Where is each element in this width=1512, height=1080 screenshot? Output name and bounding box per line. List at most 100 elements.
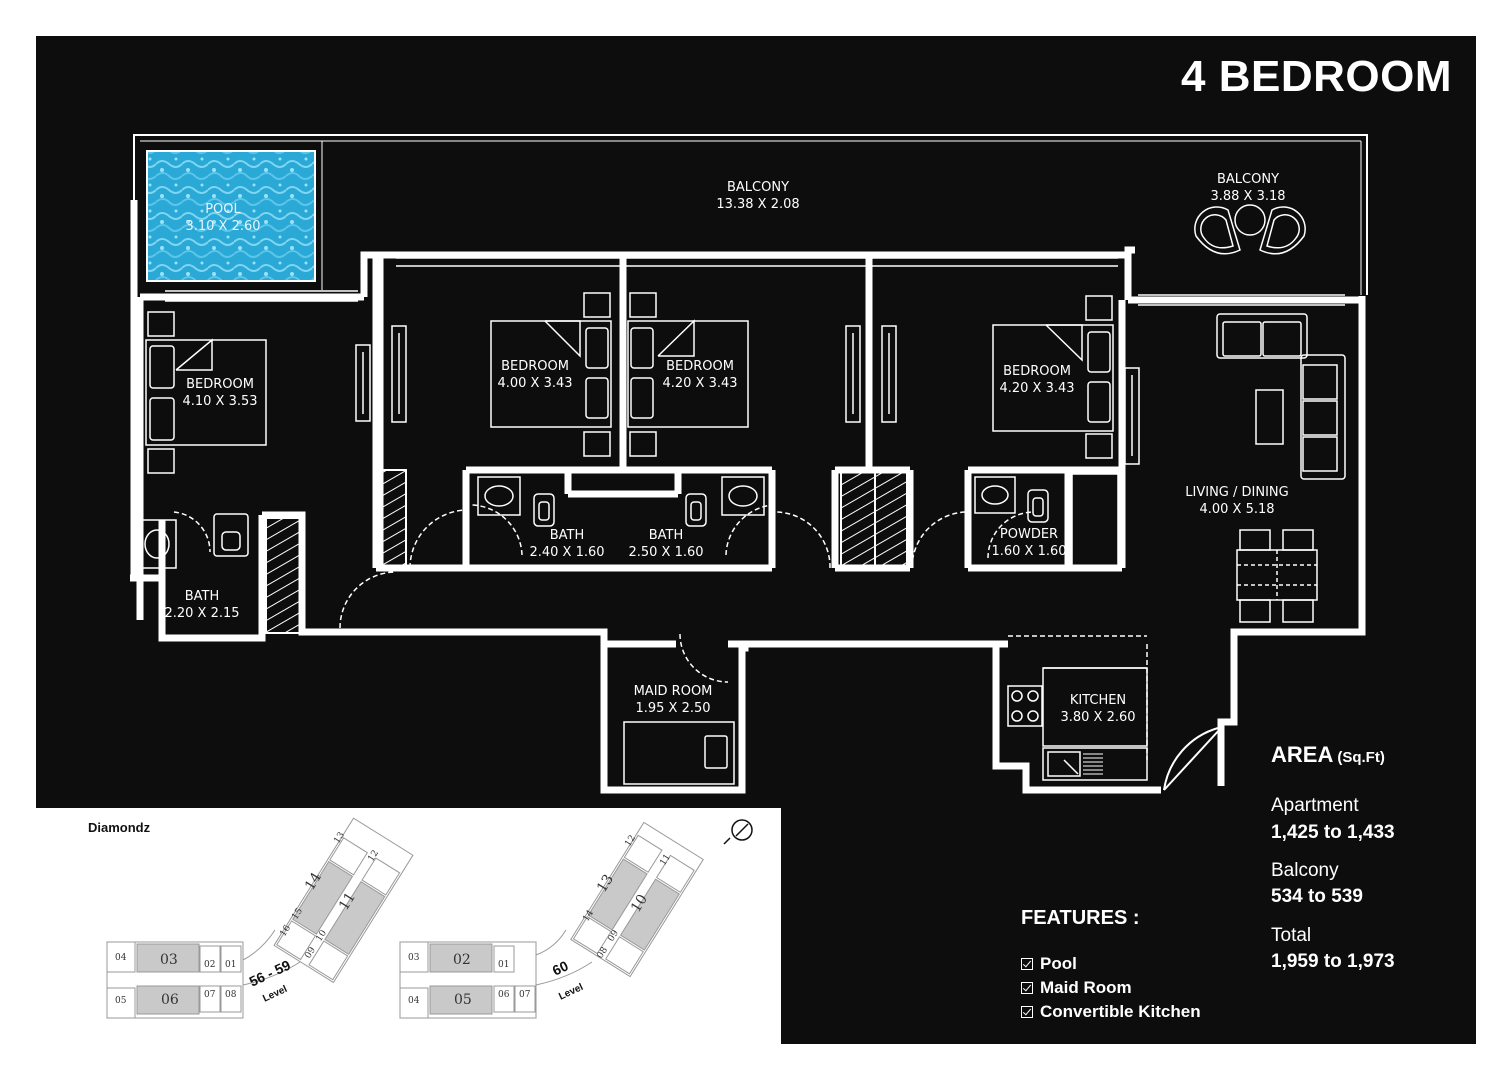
brand-name: Diamondz [88, 820, 151, 835]
room-name: BEDROOM [1003, 364, 1071, 379]
room-size: 1.60 X 1.60 [991, 544, 1067, 559]
unit-label: 01 [498, 960, 509, 970]
bath-fixtures [139, 473, 1119, 569]
room-label-bath-2: BATH 2.40 X 1.60 [529, 527, 604, 561]
unit-label: 07 [519, 990, 531, 1000]
room-name: BALCONY [1216, 172, 1280, 187]
keyplan-a [106, 817, 414, 1019]
room-size: 4.00 X 3.43 [497, 376, 573, 391]
room-name: BATH [648, 528, 684, 543]
unit-label: 04 [408, 996, 420, 1006]
unit-label: 02 [204, 960, 215, 970]
living-furniture [1216, 313, 1346, 623]
unit-label: 07 [204, 990, 216, 1000]
level-range: 56 - 59 [247, 957, 293, 990]
room-size: 3.88 X 3.18 [1210, 189, 1286, 204]
room-name: BATH [549, 528, 585, 543]
balcony-outline [133, 134, 1368, 295]
checkbox-icon [1021, 982, 1033, 994]
checkbox-icon [1021, 1006, 1033, 1018]
features-heading: FEATURES : [1021, 907, 1140, 929]
feature-label: Convertible Kitchen [1040, 1002, 1201, 1021]
room-label-pool: POOL 3.10 X 2.60 [185, 201, 260, 235]
feature-label: Maid Room [1040, 978, 1132, 997]
level-word: Level [557, 982, 585, 1003]
area-balcony-label: Balcony [1271, 860, 1339, 881]
keyplan-b [399, 821, 704, 1019]
unit-label: 06 [161, 992, 179, 1008]
room-size: 2.20 X 2.15 [164, 606, 240, 621]
room-size: 2.40 X 1.60 [529, 545, 605, 560]
room-size: 1.95 X 2.50 [635, 701, 711, 716]
unit-label: 05 [115, 996, 127, 1006]
unit-label: 04 [115, 953, 127, 963]
feature-item: Pool [1021, 954, 1077, 974]
area-heading-text: AREA [1271, 742, 1334, 767]
bed-1 [145, 311, 371, 474]
plan-title: 4 BEDROOM [1181, 52, 1452, 101]
room-name: BATH [184, 589, 220, 604]
room-name: MAID ROOM [633, 684, 713, 699]
area-total-label: Total [1271, 925, 1312, 946]
exterior-walls [130, 200, 1366, 794]
unit-label: 01 [225, 960, 236, 970]
room-label-maid: MAID ROOM 1.95 X 2.50 [634, 683, 713, 717]
room-label-bedroom-2: BEDROOM 4.00 X 3.43 [497, 358, 572, 392]
feature-item: Maid Room [1021, 978, 1132, 998]
room-size: 3.80 X 2.60 [1060, 710, 1136, 725]
unit-label: 02 [453, 952, 471, 968]
area-apartment-label: Apartment [1271, 795, 1359, 816]
room-label-bedroom-4: BEDROOM 4.20 X 3.43 [999, 363, 1074, 397]
bed-3 [627, 292, 861, 457]
window-strips [165, 257, 1345, 306]
unit-label: 03 [408, 953, 420, 963]
room-size: 4.00 X 5.18 [1199, 502, 1275, 517]
area-unit: (Sq.Ft) [1337, 749, 1385, 766]
level-range: 60 [550, 957, 571, 978]
room-size: 2.50 X 1.60 [628, 545, 704, 560]
feature-item: Convertible Kitchen [1021, 1002, 1201, 1022]
bed-2 [391, 292, 612, 457]
room-name: BEDROOM [666, 359, 734, 374]
room-size: 4.20 X 3.43 [999, 381, 1075, 396]
level-word: Level [261, 984, 289, 1005]
area-balcony-value: 534 to 539 [1271, 886, 1363, 907]
room-label-bath-3: BATH 2.50 X 1.60 [628, 527, 703, 561]
kitchen-fixtures [1007, 667, 1148, 781]
entry-door [1163, 727, 1222, 791]
room-name: BEDROOM [501, 359, 569, 374]
room-size: 4.20 X 3.43 [662, 376, 738, 391]
room-label-balcony-main: BALCONY 13.38 X 2.08 [716, 179, 799, 213]
room-name: POOL [205, 202, 241, 217]
closet-hatches [265, 469, 908, 634]
unit-label: 08 [225, 990, 237, 1000]
room-name: BEDROOM [186, 377, 254, 392]
room-label-kitchen: KITCHEN 3.80 X 2.60 [1060, 692, 1135, 726]
room-name: POWDER [999, 527, 1059, 542]
room-name: BALCONY [726, 180, 790, 195]
pool-water [146, 150, 316, 282]
room-label-bath-1: BATH 2.20 X 2.15 [164, 588, 239, 622]
room-name: KITCHEN [1069, 693, 1127, 708]
room-label-bedroom-3: BEDROOM 4.20 X 3.43 [662, 358, 737, 392]
unit-label: 03 [160, 952, 178, 968]
balcony-chairs [1194, 204, 1306, 255]
room-size: 4.10 X 3.53 [182, 394, 258, 409]
room-size: 13.38 X 2.08 [716, 197, 800, 212]
room-size: 3.10 X 2.60 [185, 219, 261, 234]
maid-furniture [623, 721, 735, 785]
area-total-value: 1,959 to 1,973 [1271, 951, 1395, 972]
room-label-balcony-side: BALCONY 3.88 X 3.18 [1210, 171, 1285, 205]
unit-label: 05 [454, 992, 472, 1008]
unit-label: 06 [498, 990, 510, 1000]
area-heading: AREA(Sq.Ft) [1271, 742, 1385, 768]
room-label-bedroom-1: BEDROOM 4.10 X 3.53 [182, 376, 257, 410]
room-name: LIVING / DINING [1185, 485, 1289, 500]
checkbox-icon [1021, 958, 1033, 970]
north-arrow-icon [723, 819, 753, 845]
feature-label: Pool [1040, 954, 1077, 973]
room-label-powder: POWDER 1.60 X 1.60 [991, 526, 1066, 560]
area-apartment-value: 1,425 to 1,433 [1271, 822, 1395, 843]
